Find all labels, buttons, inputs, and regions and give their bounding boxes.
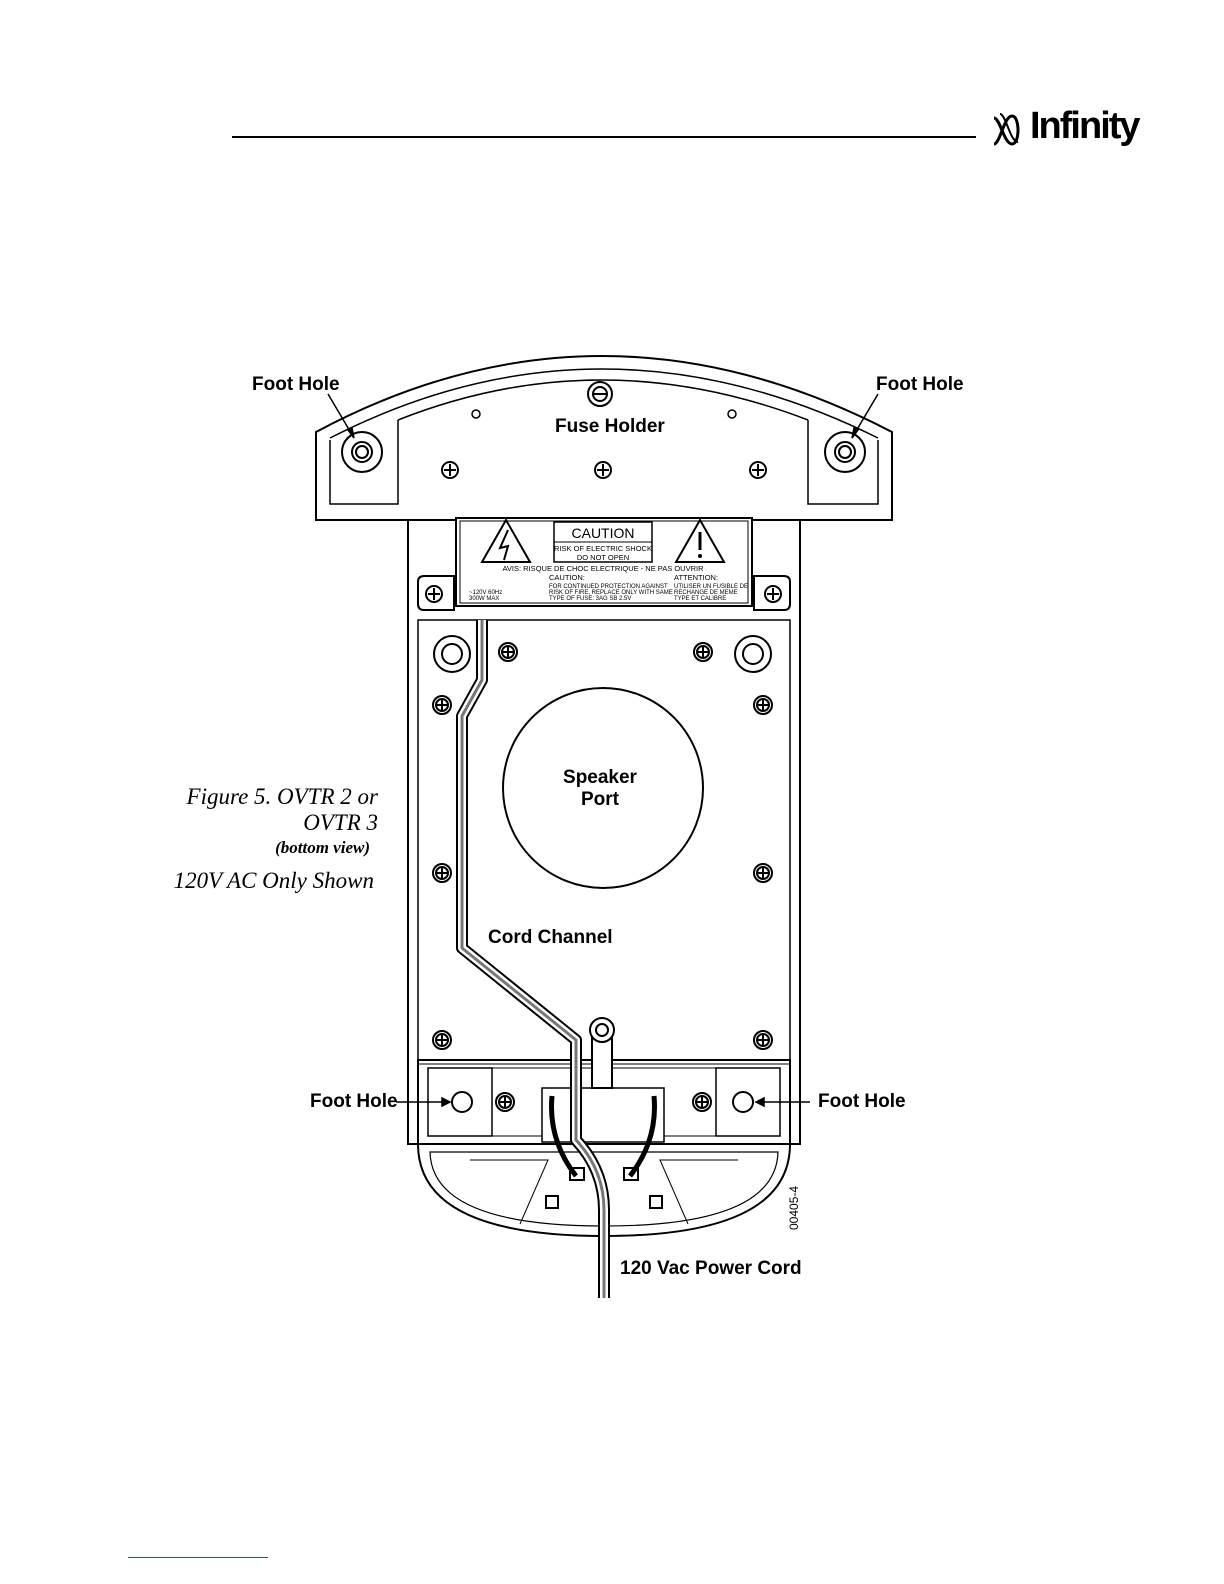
header-rule bbox=[232, 136, 976, 138]
screw bbox=[498, 642, 518, 662]
rating-line2: 300W MAX bbox=[469, 596, 499, 602]
strain-relief-tab bbox=[589, 1017, 615, 1089]
label-foot-hole-bottom-right: Foot Hole bbox=[818, 1091, 906, 1112]
pin-hole bbox=[471, 409, 481, 419]
foot-hole-top-right bbox=[824, 431, 866, 473]
panel-screws bbox=[432, 642, 773, 1050]
label-foot-hole-top-left: Foot Hole bbox=[252, 374, 340, 395]
label-foot-hole-top-right: Foot Hole bbox=[876, 374, 964, 395]
brand-name: Infinity bbox=[1030, 105, 1141, 147]
label-fuse-holder: Fuse Holder bbox=[555, 416, 665, 437]
caution-line1: FOR CONTINUED PROTECTION AGAINST bbox=[549, 584, 668, 590]
foot-hole-bottom-right bbox=[732, 1091, 754, 1113]
foot-hole-top-left bbox=[341, 431, 383, 473]
caption-view: (bottom view) bbox=[275, 838, 370, 857]
footer-link-underline[interactable] bbox=[128, 1557, 268, 1558]
label-port: Port bbox=[581, 789, 620, 810]
caption-line2: OVTR 3 bbox=[303, 810, 378, 835]
internal-lead bbox=[549, 1095, 578, 1178]
top-cap bbox=[315, 355, 893, 521]
caution-line2: RISK OF FIRE, REPLACE ONLY WITH SAME bbox=[549, 590, 673, 596]
screw bbox=[692, 1092, 712, 1112]
label-part-number: 00405-4 bbox=[787, 1186, 801, 1230]
label-power-cord: 120 Vac Power Cord bbox=[620, 1258, 802, 1279]
caution-label: CAUTION RISK OF ELECTRIC SHOCK DO NOT OP… bbox=[455, 517, 753, 607]
attention-heading: ATTENTION: bbox=[674, 573, 718, 582]
label-speaker: Speaker bbox=[563, 767, 638, 788]
label-cord-channel: Cord Channel bbox=[488, 927, 613, 948]
screw bbox=[432, 695, 452, 715]
screw bbox=[594, 461, 612, 479]
attention-line2: RECHANGE DE MEME bbox=[674, 590, 738, 596]
side-tab-right bbox=[753, 575, 791, 611]
screw bbox=[441, 461, 459, 479]
screw bbox=[432, 863, 452, 883]
caution-risk-line1: RISK OF ELECTRIC SHOCK bbox=[554, 544, 652, 553]
caution-heading: CAUTION: bbox=[549, 573, 585, 582]
caution-line3: TYPE OF FUSE: 3AG SB 2.5V bbox=[549, 596, 631, 602]
screw bbox=[495, 1092, 515, 1112]
attention-line3: TYPE ET CALIBRE bbox=[674, 596, 726, 602]
screw bbox=[753, 863, 773, 883]
label-foot-hole-bottom-left: Foot Hole bbox=[310, 1091, 398, 1112]
infinity-logo bbox=[993, 113, 1020, 146]
caption-line1: Figure 5. OVTR 2 or bbox=[186, 784, 378, 809]
screw bbox=[753, 695, 773, 715]
speaker-port bbox=[502, 687, 704, 889]
attention-line1: UTILISER UN FUSIBLE DE bbox=[674, 584, 748, 590]
caption-note: 120V AC Only Shown bbox=[173, 868, 374, 893]
foot-hole-bottom-left bbox=[451, 1091, 473, 1113]
caution-risk-line2: DO NOT OPEN bbox=[577, 553, 629, 562]
screw bbox=[432, 1030, 452, 1050]
caution-title: CAUTION bbox=[572, 525, 635, 541]
power-cord bbox=[456, 620, 610, 1298]
internal-lead bbox=[628, 1095, 657, 1178]
screw bbox=[693, 642, 713, 662]
screw bbox=[753, 1030, 773, 1050]
pin-hole bbox=[727, 409, 737, 419]
mount-boss bbox=[734, 635, 772, 673]
leader-lines bbox=[327, 393, 879, 1108]
rating-line1: ~120V 60Hz bbox=[469, 590, 502, 596]
side-tab-left bbox=[417, 575, 455, 611]
mount-boss bbox=[433, 635, 471, 673]
fuse-holder bbox=[587, 381, 613, 407]
figure-caption: Figure 5. OVTR 2 or OVTR 3 bbox=[130, 784, 378, 836]
screw bbox=[749, 461, 767, 479]
lower-foot-section bbox=[417, 1059, 791, 1145]
caution-avis: AVIS: RISQUE DE CHOC ELECTRIQUE - NE PAS… bbox=[502, 564, 704, 573]
